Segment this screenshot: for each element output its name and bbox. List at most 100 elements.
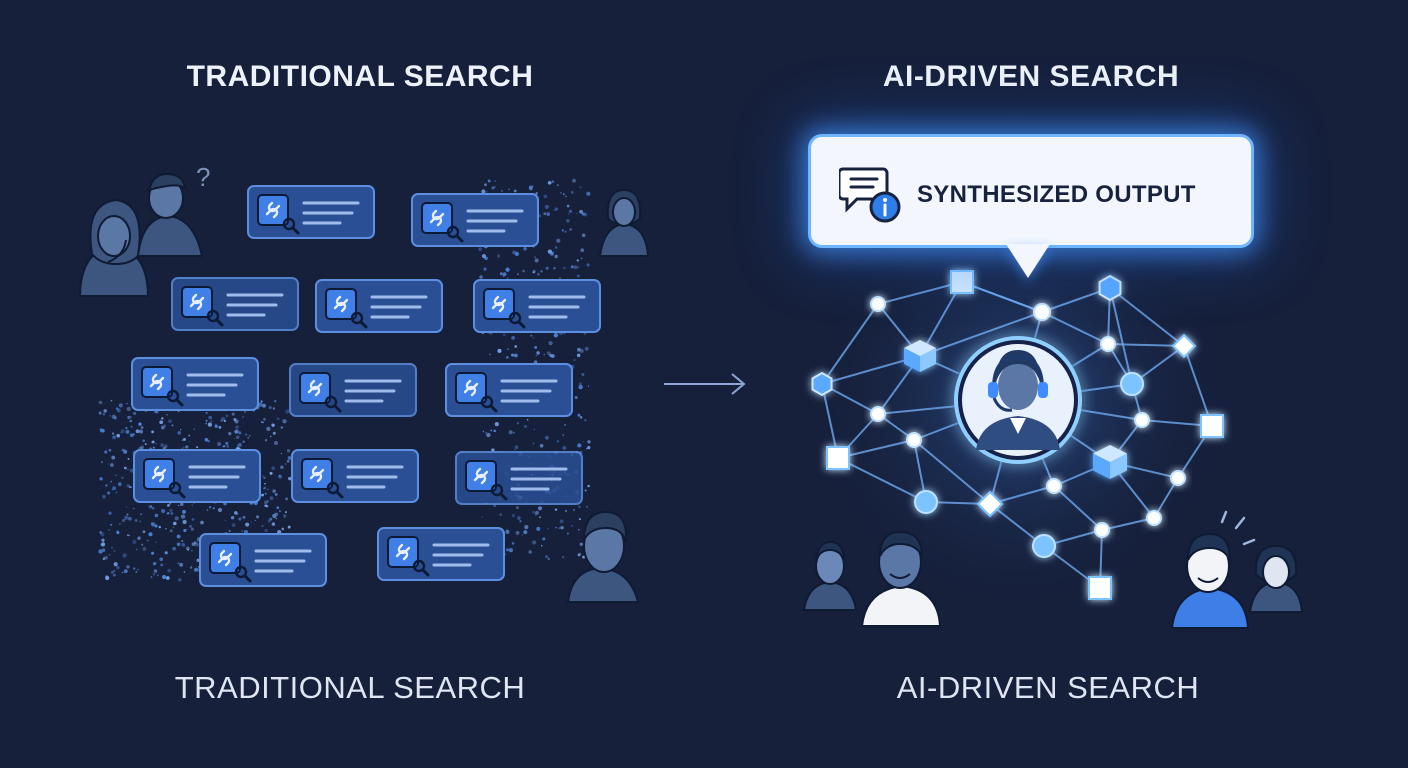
particle xyxy=(566,532,569,535)
particle xyxy=(152,572,156,576)
particle xyxy=(115,491,118,494)
particle xyxy=(514,449,516,451)
particle xyxy=(581,373,585,377)
particle xyxy=(155,541,158,544)
particle xyxy=(490,429,493,432)
particle xyxy=(267,520,271,523)
particle xyxy=(482,430,485,433)
particle xyxy=(126,484,130,488)
particle xyxy=(129,468,134,473)
particle xyxy=(151,430,154,434)
particle xyxy=(188,434,191,437)
particle xyxy=(505,267,510,272)
footer-traditional-search: TRADITIONAL SEARCH xyxy=(174,670,526,705)
confused-person-woman xyxy=(78,198,150,297)
support-agent-icon xyxy=(954,336,1082,464)
particle xyxy=(579,416,583,419)
particle xyxy=(481,516,483,518)
particle xyxy=(515,531,520,536)
particle xyxy=(508,548,513,553)
person-bottom-right xyxy=(566,510,640,603)
particle xyxy=(196,558,200,562)
particle xyxy=(499,513,503,516)
network-edge xyxy=(821,303,879,385)
particle xyxy=(249,434,251,437)
particle xyxy=(564,424,567,426)
particle xyxy=(107,491,111,495)
particle xyxy=(551,354,555,358)
particle xyxy=(532,540,537,545)
network-edge xyxy=(1183,345,1213,427)
particle xyxy=(140,426,144,429)
particle xyxy=(256,515,259,519)
particle xyxy=(111,432,115,435)
result-card xyxy=(131,357,259,411)
particle xyxy=(285,497,289,501)
particle xyxy=(562,446,567,450)
synthesized-output-bubble: SYNTHESIZED OUTPUT xyxy=(808,134,1254,248)
particle xyxy=(578,384,583,390)
particle xyxy=(111,455,116,460)
particle xyxy=(165,528,167,530)
particle xyxy=(205,411,208,415)
particle xyxy=(101,548,106,552)
particle xyxy=(532,442,535,445)
particle xyxy=(254,519,256,522)
particle xyxy=(116,565,120,570)
result-card xyxy=(315,279,443,333)
particle xyxy=(138,422,142,426)
particle xyxy=(544,435,549,440)
particle xyxy=(159,557,164,562)
particle xyxy=(573,358,576,362)
network-node xyxy=(1170,470,1186,486)
particle xyxy=(559,519,564,524)
particle xyxy=(262,475,264,477)
particle xyxy=(494,422,499,427)
particle xyxy=(530,334,533,337)
network-node xyxy=(870,296,886,312)
network-node xyxy=(1088,576,1112,600)
particle xyxy=(281,527,285,531)
particle xyxy=(152,562,157,566)
network-edge xyxy=(1107,343,1185,347)
particle xyxy=(238,517,242,521)
particle xyxy=(183,571,186,573)
particle xyxy=(98,411,102,415)
particle xyxy=(237,442,242,447)
particle xyxy=(204,438,209,442)
person-smiling-man xyxy=(860,530,942,627)
particle xyxy=(514,345,518,348)
particle xyxy=(577,413,581,417)
particle xyxy=(260,421,263,424)
network-node xyxy=(906,432,922,448)
result-card xyxy=(445,363,573,417)
network-node xyxy=(1134,412,1150,428)
particle xyxy=(109,463,114,467)
particle xyxy=(532,510,536,514)
confused-person-man xyxy=(136,172,204,257)
particle xyxy=(181,542,186,547)
particle xyxy=(274,512,279,517)
particle xyxy=(102,494,106,499)
particle xyxy=(536,526,541,531)
particle xyxy=(121,571,124,574)
particle xyxy=(578,529,580,531)
arrow-right-icon xyxy=(664,373,746,395)
particle xyxy=(489,353,491,356)
particle xyxy=(135,571,138,573)
particle xyxy=(543,353,545,356)
particle xyxy=(235,425,239,429)
particle xyxy=(171,424,174,427)
particle xyxy=(163,424,167,428)
particle xyxy=(105,575,110,581)
particle xyxy=(483,267,487,271)
network-node xyxy=(1146,510,1162,526)
particle xyxy=(537,506,543,511)
particle xyxy=(155,442,157,445)
network-node xyxy=(1033,303,1051,321)
particle xyxy=(271,423,275,427)
particle xyxy=(146,539,149,542)
particle xyxy=(577,266,580,268)
particle xyxy=(101,538,105,542)
particle xyxy=(116,531,120,535)
